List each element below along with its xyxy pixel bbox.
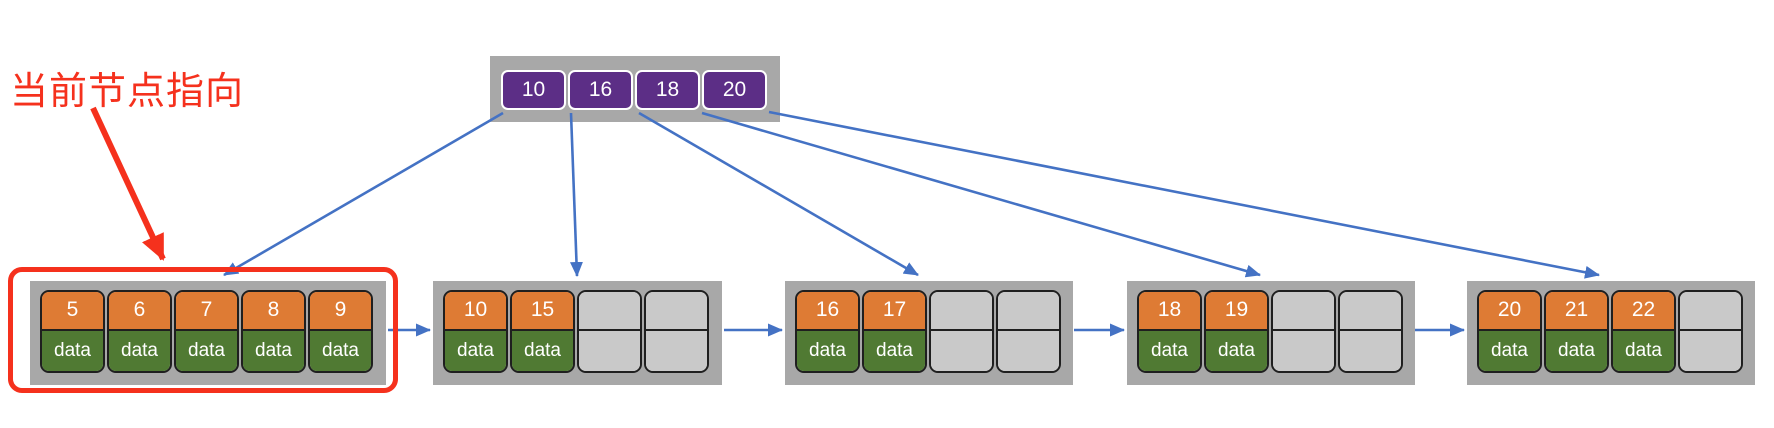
leaf-column (1271, 290, 1336, 373)
data-cell: data (310, 330, 371, 371)
key-cell: 10 (445, 292, 506, 331)
leaf-column: 5 data (40, 290, 105, 373)
key-cell: 5 (42, 292, 103, 331)
key-cell: 18 (1139, 292, 1200, 331)
empty-data-cell (998, 330, 1059, 371)
leaf-column: 8 data (241, 290, 306, 373)
annotation-label: 当前节点指向 (10, 71, 245, 113)
leaf-column: 18 data (1137, 290, 1202, 373)
leaf-column (1338, 290, 1403, 373)
data-cell: data (243, 330, 304, 371)
empty-key-cell (646, 292, 707, 331)
leaf-column: 7 data (174, 290, 239, 373)
key-cell: 21 (1546, 292, 1607, 331)
empty-key-cell (1680, 292, 1741, 331)
root-node: 10 16 18 20 (490, 56, 780, 122)
key-cell: 8 (243, 292, 304, 331)
empty-data-cell (1680, 330, 1741, 371)
empty-data-cell (1273, 330, 1334, 371)
key-cell: 7 (176, 292, 237, 331)
leaf-node-5: 20 data 21 data 22 data (1467, 281, 1755, 385)
leaf-column: 22 data (1611, 290, 1676, 373)
leaf-column (929, 290, 994, 373)
key-cell: 15 (512, 292, 573, 331)
key-cell: 16 (797, 292, 858, 331)
root-key-cell: 10 (501, 70, 566, 110)
data-cell: data (445, 330, 506, 371)
root-to-leaf5-arrow (768, 110, 1600, 279)
empty-data-cell (931, 330, 992, 371)
key-cell: 17 (864, 292, 925, 331)
root-to-leaf1-arrow (223, 111, 504, 277)
data-cell: data (512, 330, 573, 371)
current-node-highlight-border (8, 267, 398, 393)
leaf-column (577, 290, 642, 373)
data-cell: data (1479, 330, 1540, 371)
key-cell: 22 (1613, 292, 1674, 331)
leaf-column: 21 data (1544, 290, 1609, 373)
leaf-node-4: 18 data 19 data (1127, 281, 1415, 385)
root-to-leaf2-arrow (569, 112, 583, 277)
empty-key-cell (931, 292, 992, 331)
data-cell: data (1546, 330, 1607, 371)
data-cell: data (1613, 330, 1674, 371)
root-to-leaf3-arrow (638, 111, 919, 277)
leaf-column: 16 data (795, 290, 860, 373)
root-to-leaf4-arrow (701, 111, 1261, 278)
data-cell: data (797, 330, 858, 371)
key-cell: 9 (310, 292, 371, 331)
root-key-cell: 18 (635, 70, 700, 110)
leaf-column: 10 data (443, 290, 508, 373)
empty-key-cell (1340, 292, 1401, 331)
key-cell: 20 (1479, 292, 1540, 331)
leaf-node-2: 10 data 15 data (433, 281, 722, 385)
leaf-column: 9 data (308, 290, 373, 373)
leaf-column (1678, 290, 1743, 373)
root-key-cell: 20 (702, 70, 767, 110)
empty-data-cell (646, 330, 707, 371)
data-cell: data (109, 330, 170, 371)
empty-key-cell (579, 292, 640, 331)
empty-data-cell (1340, 330, 1401, 371)
annotation-arrow (90, 106, 166, 261)
leaf-column: 6 data (107, 290, 172, 373)
empty-key-cell (1273, 292, 1334, 331)
leaf-column: 19 data (1204, 290, 1269, 373)
empty-key-cell (998, 292, 1059, 331)
leaf-column: 20 data (1477, 290, 1542, 373)
leaf-column (644, 290, 709, 373)
key-cell: 19 (1206, 292, 1267, 331)
data-cell: data (176, 330, 237, 371)
data-cell: data (1139, 330, 1200, 371)
leaf-node-1: 5 data 6 data 7 data 8 data 9 data (30, 281, 386, 385)
key-cell: 6 (109, 292, 170, 331)
root-key-cell: 16 (568, 70, 633, 110)
empty-data-cell (579, 330, 640, 371)
leaf-column: 17 data (862, 290, 927, 373)
leaf-column: 15 data (510, 290, 575, 373)
leaf-column (996, 290, 1061, 373)
data-cell: data (1206, 330, 1267, 371)
leaf-node-3: 16 data 17 data (785, 281, 1073, 385)
data-cell: data (42, 330, 103, 371)
data-cell: data (864, 330, 925, 371)
